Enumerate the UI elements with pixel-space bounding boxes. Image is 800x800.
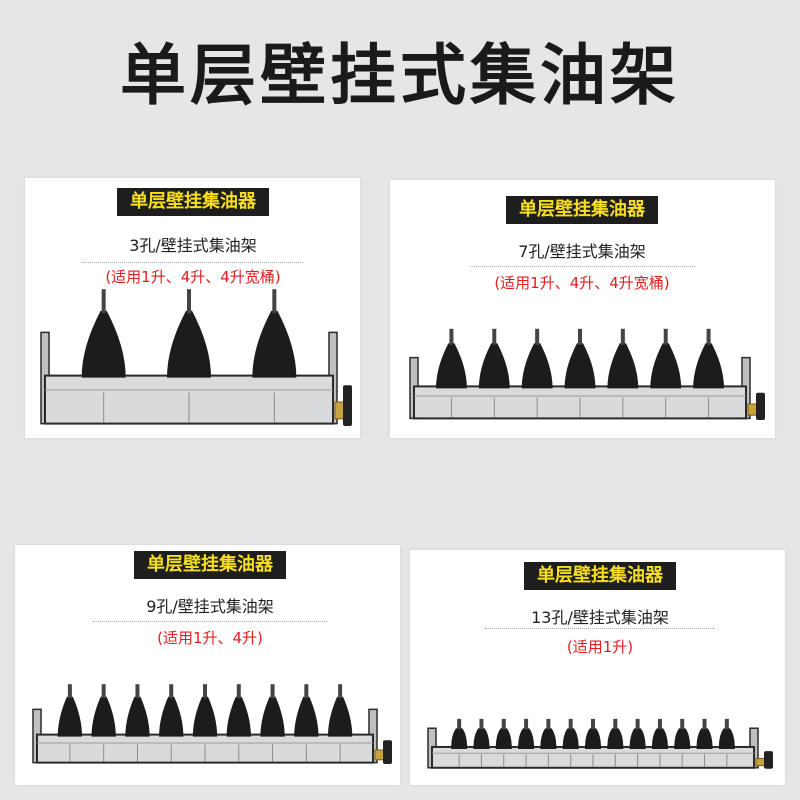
divider — [93, 621, 327, 622]
funnel-spout — [546, 718, 551, 730]
valve-handle — [383, 740, 392, 764]
funnel — [651, 728, 668, 749]
funnel — [607, 343, 639, 389]
product-card-7-hole[interactable]: 单层壁挂集油器 7孔/壁挂式集油架 (适用1升、4升、4升宽桶) — [390, 180, 775, 438]
funnel — [57, 696, 83, 737]
funnel — [159, 696, 184, 737]
funnel — [629, 728, 646, 749]
funnel-spout — [724, 718, 729, 730]
funnel — [252, 310, 297, 378]
rack-7-hole — [409, 328, 765, 420]
product-usage: (适用1升) — [566, 638, 634, 656]
funnel — [436, 343, 467, 389]
funnel — [451, 728, 468, 749]
product-badge: 单层壁挂集油器 — [506, 196, 658, 224]
product-spec: 9孔/壁挂式集油架 — [146, 597, 274, 616]
product-usage: (适用1升、4升) — [157, 629, 263, 647]
funnel-spout — [203, 684, 207, 699]
funnel — [693, 343, 724, 389]
funnel-spout — [501, 718, 506, 730]
funnel-spout — [680, 718, 685, 730]
funnel — [260, 696, 285, 737]
funnel — [167, 310, 211, 378]
product-usage: (适用1升、4升、4升宽桶) — [494, 274, 670, 292]
rack-3-hole — [40, 289, 352, 426]
funnel — [226, 696, 251, 737]
product-badge: 单层壁挂集油器 — [524, 562, 676, 590]
funnel — [81, 310, 126, 378]
funnel — [607, 728, 624, 749]
funnel — [327, 696, 353, 737]
product-card-9-hole[interactable]: 单层壁挂集油器 9孔/壁挂式集油架 (适用1升、4升) — [15, 545, 400, 785]
product-badge: 单层壁挂集油器 — [134, 551, 286, 579]
funnel-spout — [635, 718, 640, 730]
product-card-13-hole[interactable]: 单层壁挂集油器 13孔/壁挂式集油架 (适用1升) — [410, 550, 785, 785]
funnel — [91, 696, 116, 737]
product-usage: (适用1升、4升、4升宽桶) — [105, 268, 281, 286]
funnel-spout — [702, 718, 707, 730]
funnel — [674, 728, 691, 749]
funnel — [562, 728, 579, 749]
funnel — [495, 728, 512, 749]
funnel-spout — [524, 718, 529, 730]
product-spec: 3孔/壁挂式集油架 — [129, 236, 257, 255]
valve-handle — [756, 392, 765, 420]
funnel-spout — [492, 328, 497, 345]
funnel — [584, 728, 602, 749]
funnel-spout — [270, 684, 275, 699]
funnel — [473, 728, 490, 749]
funnel-spout — [663, 328, 668, 345]
funnel — [521, 343, 553, 389]
funnel-spout — [169, 684, 174, 699]
funnel-spout — [236, 684, 241, 699]
funnel-spout — [304, 684, 309, 699]
funnel-spout — [135, 684, 140, 699]
rack-13-hole — [427, 718, 773, 769]
funnel-spout — [101, 684, 106, 699]
product-badge: 单层壁挂集油器 — [117, 188, 269, 216]
funnel-spout — [187, 289, 191, 314]
divider — [485, 628, 715, 629]
funnel — [294, 696, 319, 737]
funnel-spout — [101, 289, 106, 314]
funnel — [650, 343, 682, 389]
product-spec: 7孔/壁挂式集油架 — [518, 242, 646, 261]
page-title: 单层壁挂式集油架 — [120, 37, 680, 114]
valve-handle — [343, 385, 352, 426]
funnel — [718, 728, 735, 749]
funnel-spout — [338, 684, 343, 699]
funnel-spout — [706, 328, 711, 345]
funnel — [478, 343, 510, 389]
divider — [470, 266, 695, 267]
product-spec: 13孔/壁挂式集油架 — [531, 608, 669, 627]
funnel — [192, 696, 218, 737]
funnel — [564, 343, 596, 389]
funnel — [696, 728, 713, 749]
funnel — [125, 696, 150, 737]
funnel-spout — [620, 328, 625, 345]
funnel-spout — [457, 718, 462, 730]
funnel-spout — [479, 718, 484, 730]
funnel — [518, 728, 535, 749]
product-card-3-hole[interactable]: 单层壁挂集油器 3孔/壁挂式集油架 (适用1升、4升、4升宽桶) — [25, 178, 360, 438]
funnel-spout — [67, 684, 72, 699]
funnel-spout — [568, 718, 573, 730]
funnel — [540, 728, 557, 749]
funnel-spout — [613, 718, 618, 730]
funnel-spout — [449, 328, 454, 345]
funnel-spout — [578, 328, 582, 345]
divider — [83, 262, 303, 263]
funnel-spout — [591, 718, 595, 730]
funnel-spout — [272, 289, 277, 314]
valve-handle — [764, 751, 773, 769]
funnel-spout — [535, 328, 540, 345]
rack-9-hole — [32, 684, 392, 764]
funnel-spout — [657, 718, 662, 730]
